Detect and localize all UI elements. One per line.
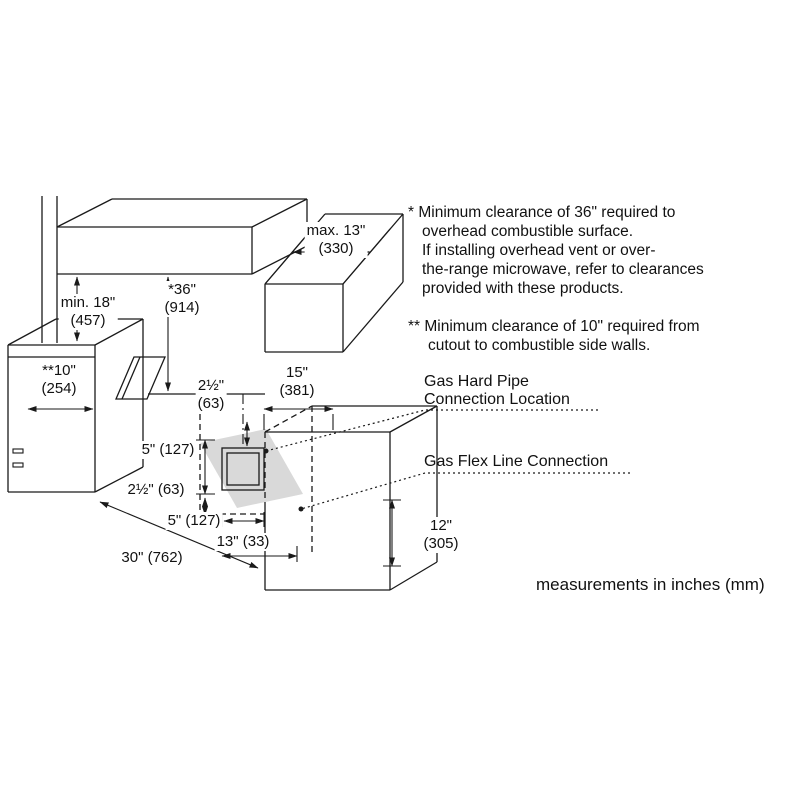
- dim-2half-mid-label: 2½" (63): [125, 481, 187, 499]
- dim-10-label: **10" (254): [39, 362, 79, 398]
- dim-5-bottom-label: 5" (127): [165, 512, 223, 530]
- hard-pipe-point: [263, 448, 269, 454]
- left-cabinet: [7, 318, 144, 493]
- dim-15-label: 15" (381): [277, 364, 317, 400]
- overhead-soffit: [56, 198, 308, 275]
- dim-min18-label: min. 18" (457): [58, 294, 118, 330]
- dim-5-left-label: 5" (127): [139, 441, 197, 459]
- dim-max13-label: max. 13" (330): [304, 222, 368, 258]
- dim-13-label: 13" (33): [214, 533, 272, 551]
- flex-line-point: [298, 506, 304, 512]
- gas-connection-box: [221, 447, 265, 491]
- shaded-connection-zone: [200, 429, 303, 508]
- dim-36-label: *36" (914): [162, 281, 202, 317]
- drawer-handle: [12, 462, 24, 468]
- vent-wedge: [115, 356, 166, 400]
- dim-30-label: 30" (762): [119, 549, 185, 567]
- leader-lines: [263, 409, 630, 512]
- right-cabinet: [264, 405, 438, 591]
- gas-flex-line-callout: Gas Flex Line Connection: [424, 453, 609, 470]
- units-note: measurements in inches (mm): [536, 575, 765, 594]
- dim-12-label: 12" (305): [421, 517, 461, 553]
- wall-column: [41, 196, 58, 343]
- dim-2half-top-label: 2½" (63): [195, 377, 227, 413]
- gas-hard-pipe-callout: Gas Hard Pipe Connection Location: [424, 373, 570, 408]
- clearance-note-overhead: * Minimum clearance of 36" required to o…: [408, 204, 704, 297]
- clearance-note-sidewalls: ** Minimum clearance of 10" required fro…: [408, 318, 700, 354]
- drawer-handle: [12, 448, 24, 454]
